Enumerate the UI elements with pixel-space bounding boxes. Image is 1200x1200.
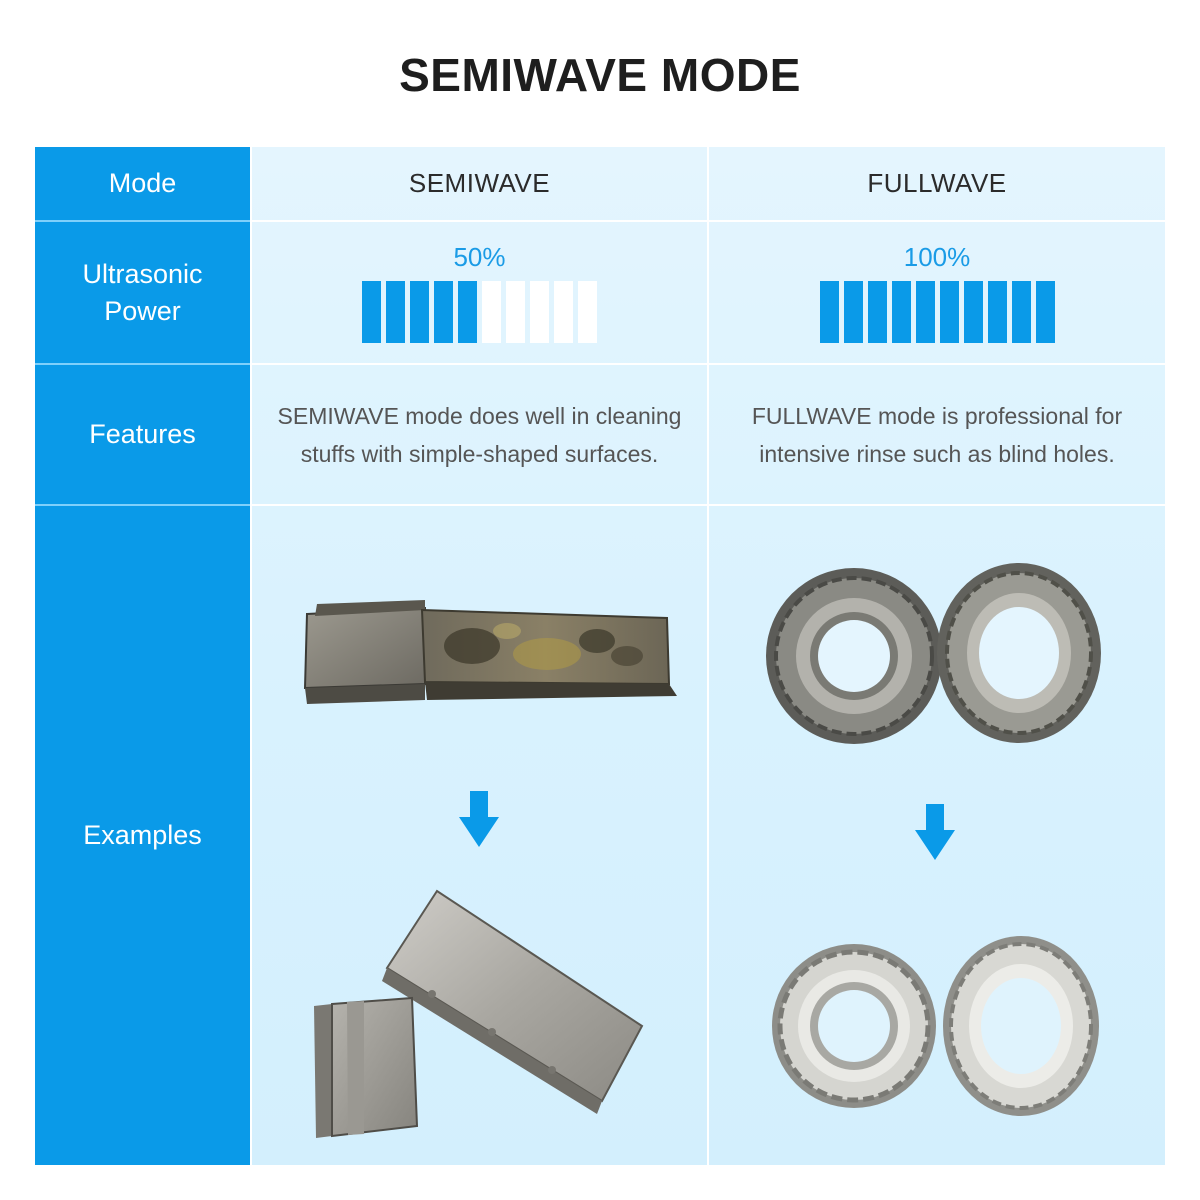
examples-cell-fullwave [709,506,1165,1165]
power-cell-semiwave: 50% [252,222,707,363]
dirty-bearings-image [766,563,1101,744]
power-segment-filled [410,281,429,343]
row-label-power-text: Ultrasonic Power [82,256,202,330]
feature-text-semiwave-line1: SEMIWAVE mode does well in cleaning [277,402,682,429]
dirty-bearing-left [766,568,942,744]
power-meter-semiwave [362,281,597,343]
power-segment-filled [843,281,863,343]
power-segment-filled [386,281,405,343]
feature-text-semiwave-line2: stuffs with simple-shaped surfaces. [300,440,659,467]
power-segment-filled [434,281,453,343]
row-label-power: Ultrasonic Power [35,222,250,365]
power-segment-empty [506,281,525,343]
row-label-power-line1: Ultrasonic [82,258,203,289]
power-segment-filled [963,281,983,343]
clean-bearing-left [772,944,936,1108]
mode-name-semiwave: SEMIWAVE [408,168,551,198]
mode-cell-semiwave: SEMIWAVE [252,147,707,220]
comparison-table: Mode Ultrasonic Power Features Examples … [35,147,1165,1165]
dirty-plates-image [303,600,677,704]
feature-cell-fullwave: FULLWAVE mode is professional for intens… [709,365,1165,504]
page-title: SEMIWAVE MODE [399,49,801,101]
content-area: SEMIWAVE FULLWAVE 50% 100% SEMIWAVE mode… [252,147,1165,1165]
mode-name-fullwave: FULLWAVE [867,168,1007,198]
power-cell-fullwave: 100% [709,222,1165,363]
clean-plates-image [314,889,644,1138]
mode-cell-fullwave: FULLWAVE [709,147,1165,220]
row-label-examples-text: Examples [83,820,202,850]
power-segment-filled [867,281,887,343]
power-segment-empty [482,281,501,343]
feature-text-fullwave-line1: FULLWAVE mode is professional for [751,402,1123,429]
power-segment-empty [554,281,573,343]
down-arrow-icon [915,804,955,860]
row-label-mode: Mode [35,147,250,222]
clean-bearings-image [772,936,1099,1116]
clean-bearing-right [943,936,1099,1116]
power-segment-empty [578,281,597,343]
power-segment-filled [458,281,477,343]
power-segment-filled [987,281,1007,343]
power-percent-semiwave: 50% [453,242,506,272]
power-percent-fullwave: 100% [903,242,971,272]
feature-text-fullwave-line2: intensive rinse such as blind holes. [759,440,1115,467]
column-divider [707,147,709,1165]
power-segment-filled [819,281,839,343]
row-label-column: Mode Ultrasonic Power Features Examples [35,147,250,1165]
row-label-mode-text: Mode [108,168,177,198]
row-label-features: Features [35,365,250,506]
examples-cell-semiwave [252,506,707,1165]
row-label-power-line2: Power [104,295,181,326]
dirty-bearing-right [937,563,1101,743]
row-divider [252,363,1165,365]
feature-cell-semiwave: SEMIWAVE mode does well in cleaning stuf… [252,365,707,504]
power-meter-fullwave [819,281,1055,343]
power-segment-filled [362,281,381,343]
power-segment-filled [939,281,959,343]
power-segment-filled [915,281,935,343]
power-segment-filled [1035,281,1055,343]
power-segment-filled [891,281,911,343]
row-divider [252,220,1165,222]
down-arrow-icon [459,791,499,847]
row-label-features-text: Features [89,419,196,449]
power-segment-filled [1011,281,1031,343]
row-divider [252,504,1165,506]
power-segment-empty [530,281,549,343]
row-label-examples: Examples [35,506,250,1165]
